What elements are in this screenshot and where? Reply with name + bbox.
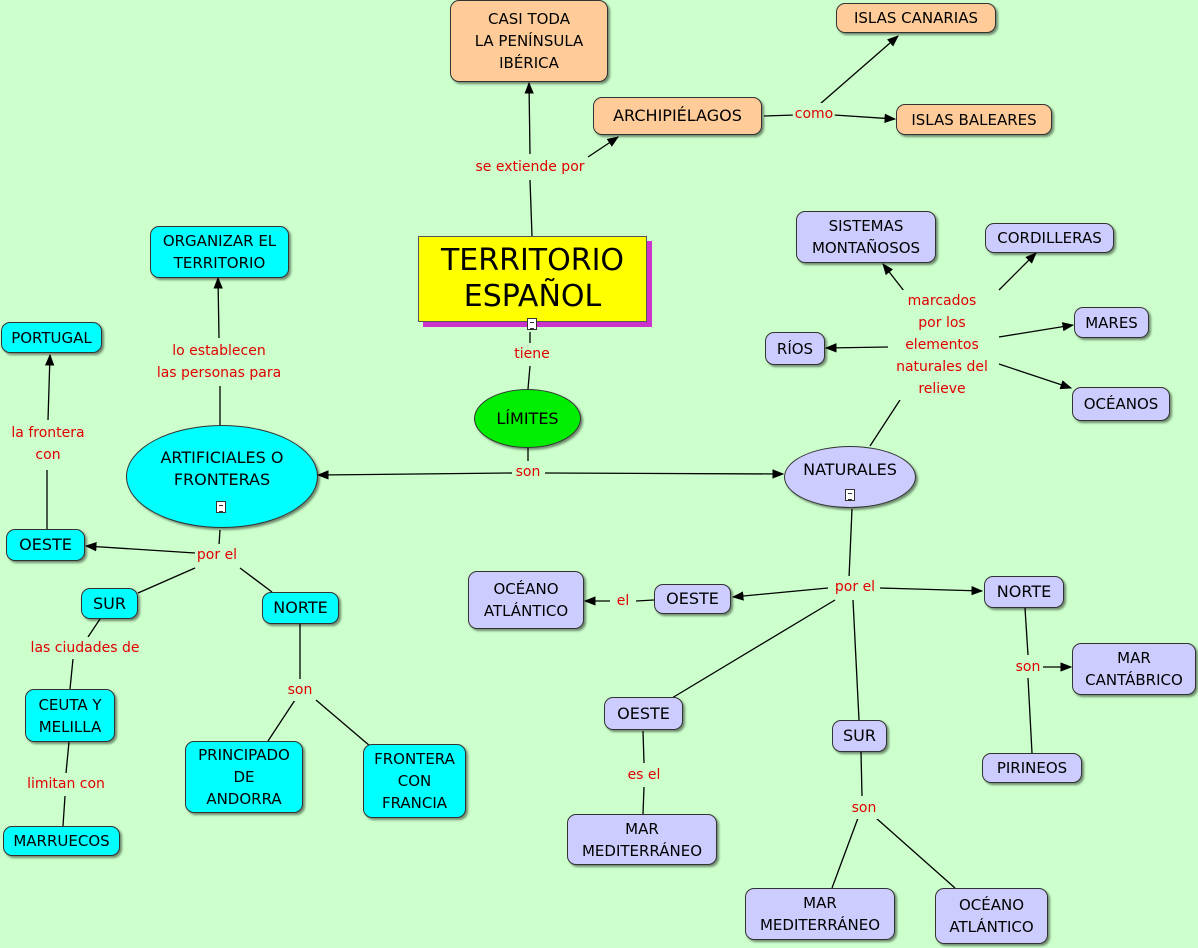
- ceuta-melilla-node[interactable]: CEUTA Y MELILLA: [25, 689, 115, 742]
- sur-artificial-node[interactable]: SUR: [81, 588, 138, 619]
- andorra-node[interactable]: PRINCIPADO DE ANDORRA: [185, 741, 303, 813]
- archipielagos-node[interactable]: ARCHIPIÉLAGOS: [593, 97, 762, 135]
- link-label-el: el: [614, 590, 632, 612]
- sistemas-montanosos-node[interactable]: SISTEMAS MONTAÑOSOS: [796, 211, 936, 263]
- mar-cantabrico-node[interactable]: MAR CANTÁBRICO: [1072, 643, 1196, 695]
- oceano-atlantico-2-node[interactable]: OCÉANO ATLÁNTICO: [935, 888, 1048, 944]
- link-label-se-extiende: se extiende por: [473, 156, 587, 178]
- norte-artificial-node[interactable]: NORTE: [262, 592, 339, 624]
- link-label-son: son: [1013, 656, 1043, 678]
- oceano-atlantico-node[interactable]: OCÉANO ATLÁNTICO: [468, 571, 584, 629]
- link-label-son: son: [849, 797, 879, 819]
- link-label-tiene: tiene: [512, 343, 552, 365]
- link-label-marcados: marcados por los elementos naturales del…: [894, 290, 990, 400]
- territorio-espanol-node[interactable]: TERRITORIO ESPAÑOL: [418, 236, 647, 322]
- peninsula-node[interactable]: CASI TODA LA PENÍNSULA IBÉRICA: [450, 0, 608, 82]
- link-label-establecen: lo establecen las personas para: [154, 340, 284, 384]
- sur-natural-node[interactable]: SUR: [832, 720, 887, 752]
- portugal-node[interactable]: PORTUGAL: [1, 322, 102, 353]
- link-label-frontera-con: la frontera con: [9, 422, 87, 466]
- organizar-territorio-node[interactable]: ORGANIZAR EL TERRITORIO: [150, 226, 289, 278]
- islas-baleares-node[interactable]: ISLAS BALEARES: [896, 104, 1052, 135]
- artificiales-node[interactable]: ARTIFICIALES O FRONTERAS: [126, 425, 318, 528]
- document-icon[interactable]: [527, 318, 537, 330]
- pirineos-node[interactable]: PIRINEOS: [982, 753, 1082, 783]
- oeste-natural-2-node[interactable]: OESTE: [604, 697, 683, 730]
- document-icon[interactable]: [216, 501, 226, 513]
- oceanos-node[interactable]: OCÉANOS: [1072, 387, 1170, 421]
- norte-natural-node[interactable]: NORTE: [984, 576, 1064, 608]
- oeste-artificial-node[interactable]: OESTE: [6, 529, 85, 561]
- link-label-como: como: [792, 103, 836, 125]
- link-label-es-el: es el: [625, 764, 663, 786]
- cordilleras-node[interactable]: CORDILLERAS: [985, 223, 1114, 253]
- islas-canarias-node[interactable]: ISLAS CANARIAS: [836, 3, 996, 33]
- limites-node[interactable]: LÍMITES: [474, 389, 581, 448]
- link-label-son: son: [285, 679, 315, 701]
- marruecos-node[interactable]: MARRUECOS: [3, 826, 120, 856]
- mar-mediterraneo-2-node[interactable]: MAR MEDITERRÁNEO: [745, 888, 895, 940]
- frontera-francia-node[interactable]: FRONTERA CON FRANCIA: [363, 744, 466, 818]
- link-label-limitan: limitan con: [25, 773, 107, 795]
- oeste-natural-node[interactable]: OESTE: [654, 584, 731, 614]
- mares-node[interactable]: MARES: [1074, 307, 1149, 338]
- mar-mediterraneo-1-node[interactable]: MAR MEDITERRÁNEO: [567, 814, 717, 865]
- link-label-son: son: [513, 461, 543, 483]
- link-label-por-el: por el: [194, 544, 240, 566]
- document-icon[interactable]: [845, 489, 855, 501]
- link-label-por-el: por el: [832, 576, 878, 598]
- link-label-ciudades: las ciudades de: [28, 637, 142, 659]
- rios-node[interactable]: RÍOS: [765, 332, 825, 365]
